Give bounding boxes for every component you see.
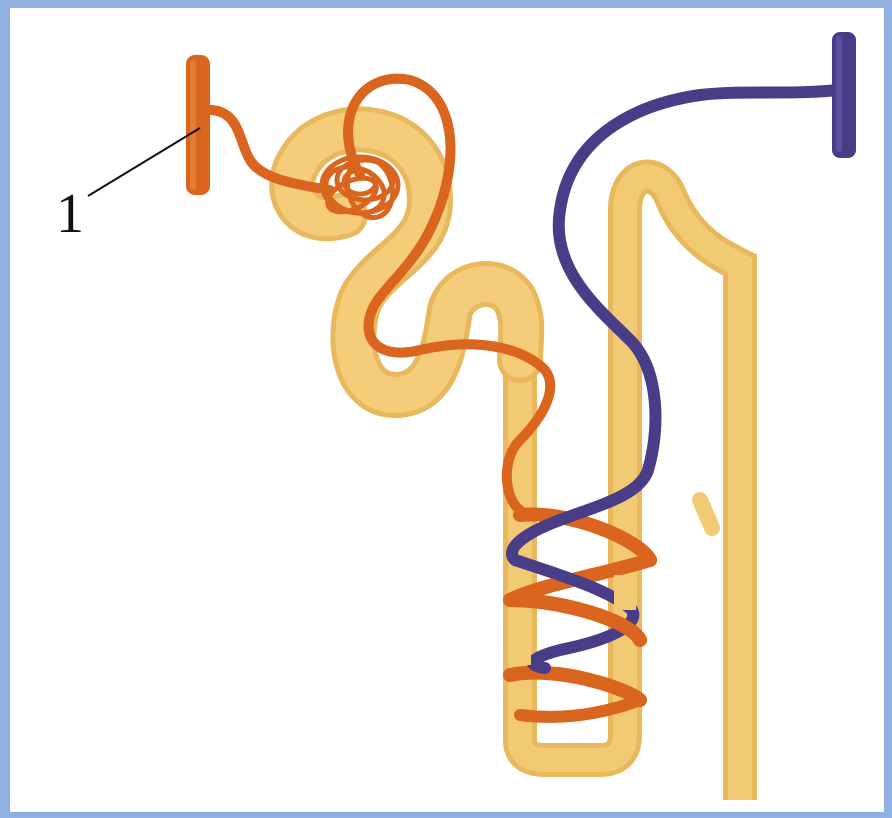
collecting-duct-branch — [700, 500, 712, 528]
callout-line — [88, 128, 200, 196]
vein-vessel — [559, 90, 838, 470]
vein-trunk-icon — [832, 32, 856, 158]
arteriole-icon — [186, 55, 210, 195]
nephron-diagram — [10, 8, 884, 812]
callout-label-1: 1 — [56, 186, 84, 242]
